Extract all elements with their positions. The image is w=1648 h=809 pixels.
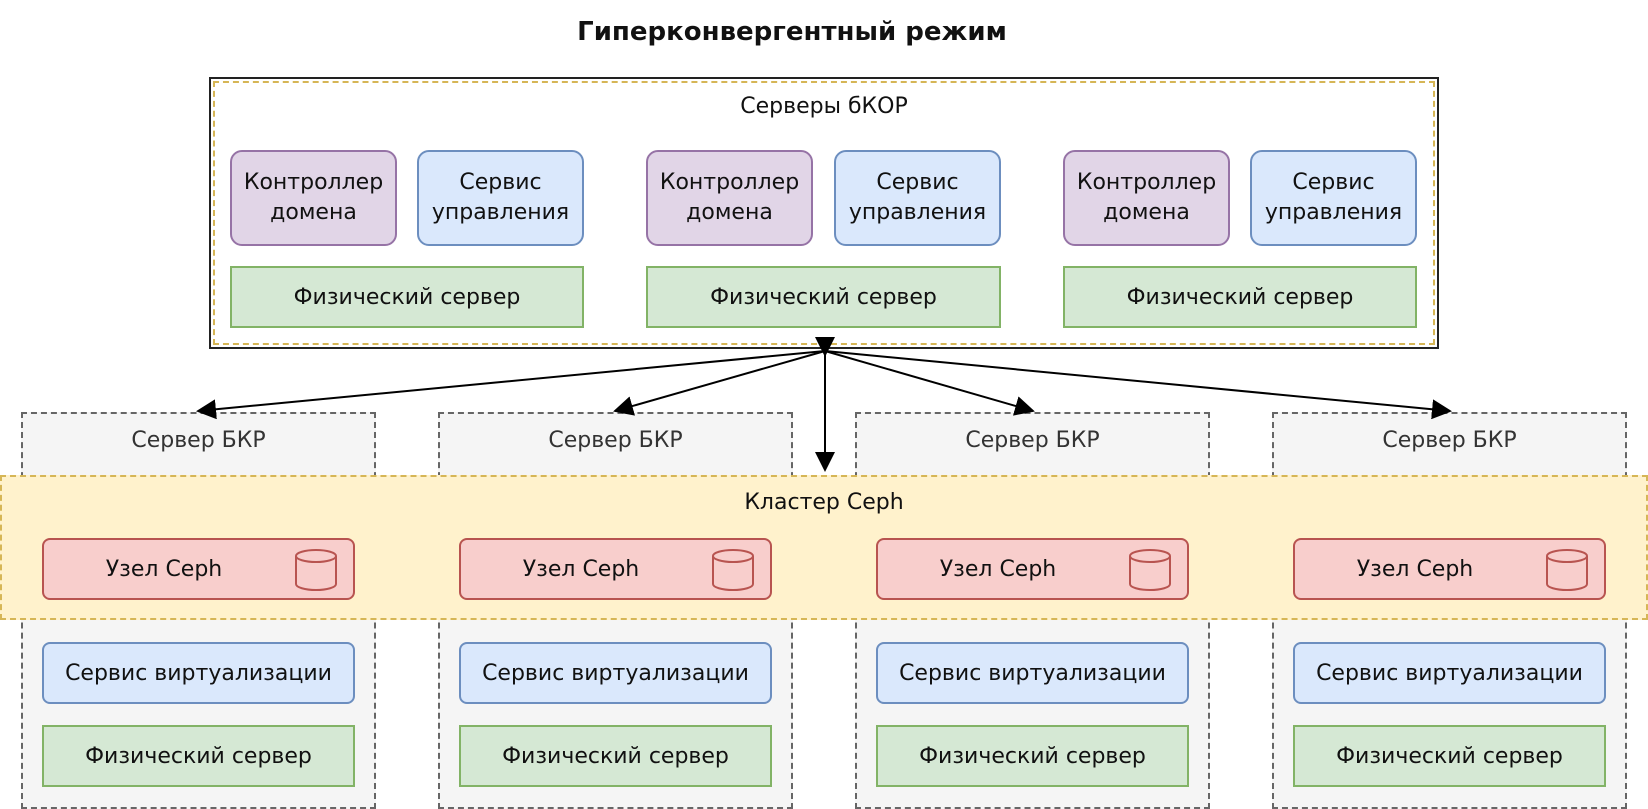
ceph-node-label: Узел Ceph [522,556,640,582]
ceph-node-box: Узел Ceph [42,538,355,600]
physical-server-box: Физический сервер [42,725,355,787]
management-service-label: Сервис управления [431,170,570,225]
management-service-label: Сервис управления [1264,170,1403,225]
virtualization-service-label: Сервис виртуализации [65,660,332,686]
physical-server-box: Физический сервер [876,725,1189,787]
physical-server-label: Физический сервер [293,284,521,310]
physical-server-box: Физический сервер [1063,266,1417,328]
arrow-to-bkr-1 [196,350,826,420]
physical-server-box: Физический сервер [1293,725,1606,787]
diagram-title: Гиперконвергентный режим [577,17,1007,47]
ceph-node-box: Узел Ceph [876,538,1189,600]
virtualization-service-box: Сервис виртуализации [1293,642,1606,704]
database-cylinder-icon [712,549,754,591]
bkr-server-label: Сервер БКР [548,427,683,453]
ceph-node-box: Узел Ceph [459,538,772,600]
virtualization-service-box: Сервис виртуализации [42,642,355,704]
domain-controller-label: Контроллер домена [659,170,800,225]
management-service-box: Сервис управления [417,150,584,246]
physical-server-label: Физический сервер [919,743,1146,769]
management-service-label: Сервис управления [848,170,987,225]
physical-server-label: Физический сервер [1126,284,1354,310]
physical-server-label: Физический сервер [502,743,729,769]
arrow-to-bkr-4 [824,350,1452,420]
bkr-server-label: Сервер БКР [131,427,266,453]
ceph-node-label: Узел Ceph [1356,556,1474,582]
management-service-box: Сервис управления [1250,150,1417,246]
management-service-box: Сервис управления [834,150,1001,246]
database-cylinder-icon [295,549,337,591]
physical-server-box: Физический сервер [459,725,772,787]
ceph-node-box: Узел Ceph [1293,538,1606,600]
virtualization-service-label: Сервис виртуализации [899,660,1166,686]
virtualization-service-label: Сервис виртуализации [1316,660,1583,686]
virtualization-service-box: Сервис виртуализации [459,642,772,704]
physical-server-label: Физический сервер [710,284,937,310]
domain-controller-box: Контроллер домена [1063,150,1230,246]
ceph-node-label: Узел Ceph [939,556,1057,582]
bkor-group-label: Серверы бКОР [740,93,908,119]
database-cylinder-icon [1129,549,1171,591]
bkr-server-label: Сервер БКР [1382,427,1517,453]
domain-controller-box: Контроллер домена [646,150,813,246]
physical-server-label: Физический сервер [85,743,312,769]
virtualization-service-label: Сервис виртуализации [482,660,749,686]
domain-controller-label: Контроллер домена [1076,170,1217,225]
database-cylinder-icon [1546,549,1588,591]
bkr-server-label: Сервер БКР [965,427,1100,453]
physical-server-box: Физический сервер [646,266,1001,328]
ceph-node-label: Узел Ceph [105,556,223,582]
virtualization-service-box: Сервис виртуализации [876,642,1189,704]
ceph-cluster-label: Кластер Ceph [744,489,904,515]
domain-controller-label: Контроллер домена [243,170,384,225]
domain-controller-box: Контроллер домена [230,150,397,246]
arrow-to-bkr-3 [824,350,1035,416]
physical-server-box: Физический сервер [230,266,584,328]
arrow-to-bkr-2 [613,350,826,416]
physical-server-label: Физический сервер [1336,743,1563,769]
